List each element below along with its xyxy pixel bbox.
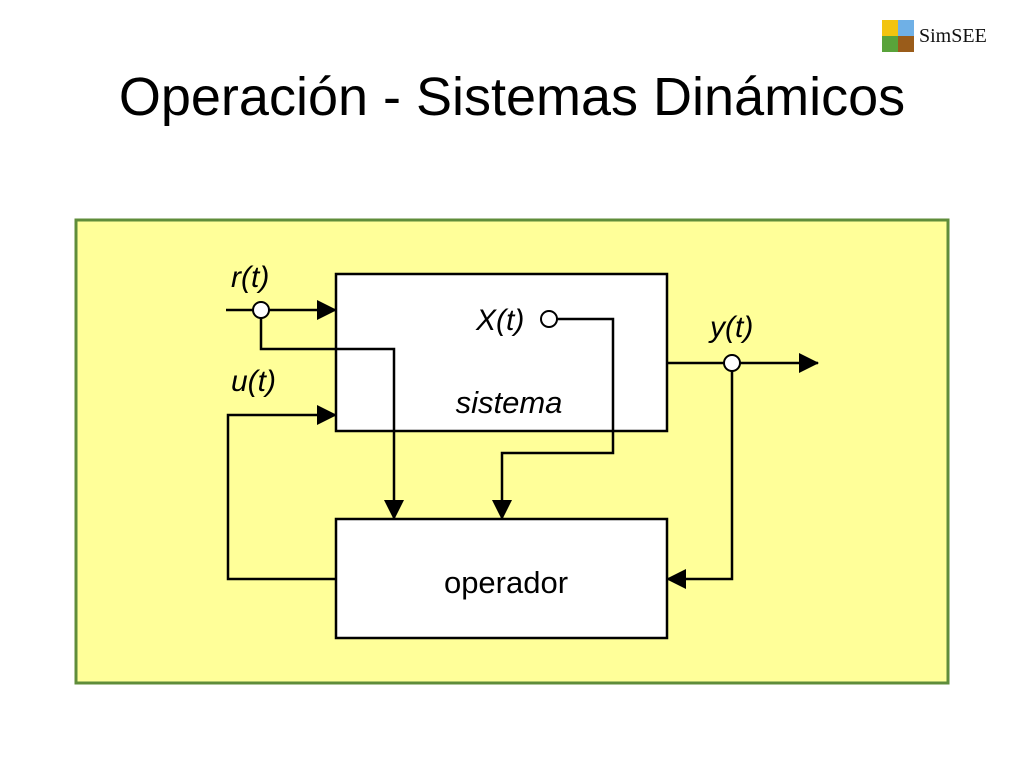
logo-square-blue	[898, 20, 914, 36]
logo-square-yellow	[882, 20, 898, 36]
output-tap-node	[723, 354, 741, 372]
logo-square-brown	[898, 36, 914, 52]
logo-squares-icon	[882, 20, 914, 52]
output-to-operator-line	[666, 371, 734, 589]
control-feedback-line	[226, 405, 337, 581]
system-block-label: sistema	[456, 385, 563, 420]
state-tap-node	[540, 310, 558, 328]
logo-square-green	[882, 36, 898, 52]
page-title: Operación - Sistemas Dinámicos	[118, 67, 906, 127]
brand-name: SimSEE	[919, 25, 987, 47]
state-signal-label: X(t)	[475, 304, 524, 337]
output-signal-label: y(t)	[708, 311, 753, 344]
control-signal-label: u(t)	[231, 365, 276, 398]
reference-tap-node	[252, 301, 270, 319]
reference-to-operator-line	[259, 318, 404, 520]
state-to-operator-line	[492, 317, 615, 520]
operator-block-label: operador	[444, 565, 568, 600]
reference-signal-label: r(t)	[231, 261, 269, 294]
simsee-logo: SimSEE	[882, 20, 1018, 54]
